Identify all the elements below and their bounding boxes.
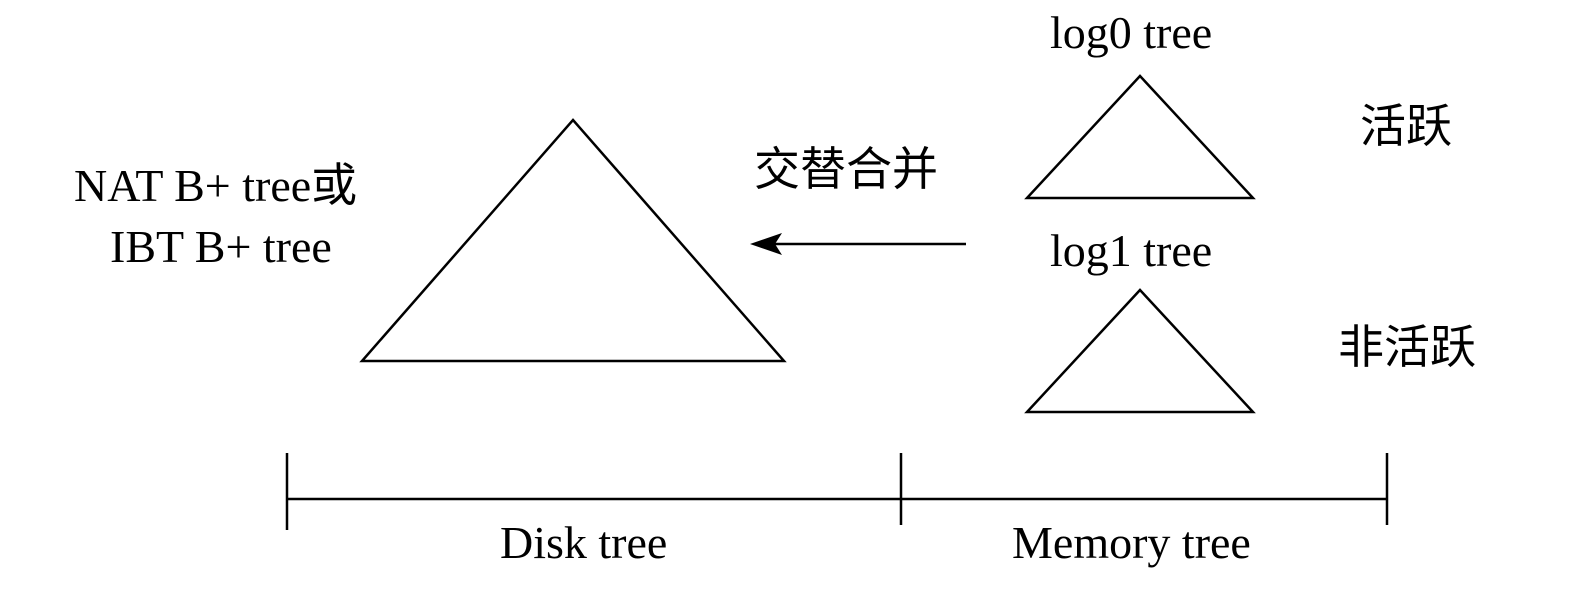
log1-tree-label: log1 tree <box>1050 225 1213 276</box>
memory-tree-axis-label: Memory tree <box>1012 517 1251 568</box>
disk-tree-triangle <box>359 118 787 363</box>
merge-label: 交替合并 <box>754 144 938 195</box>
log1-tree-triangle <box>1024 288 1256 414</box>
log0-tree-triangle <box>1024 74 1256 200</box>
disk-tree-axis-label: Disk tree <box>500 517 668 568</box>
disk-tree-label-line2: IBT B+ tree <box>110 221 332 272</box>
disk-tree-label-line1: NAT B+ tree或 <box>74 160 358 211</box>
log0-tree-label: log0 tree <box>1050 7 1213 58</box>
log1-state-label: 非活跃 <box>1338 322 1476 373</box>
merge-arrowhead <box>750 233 782 255</box>
log0-state-label: 活跃 <box>1360 101 1452 152</box>
